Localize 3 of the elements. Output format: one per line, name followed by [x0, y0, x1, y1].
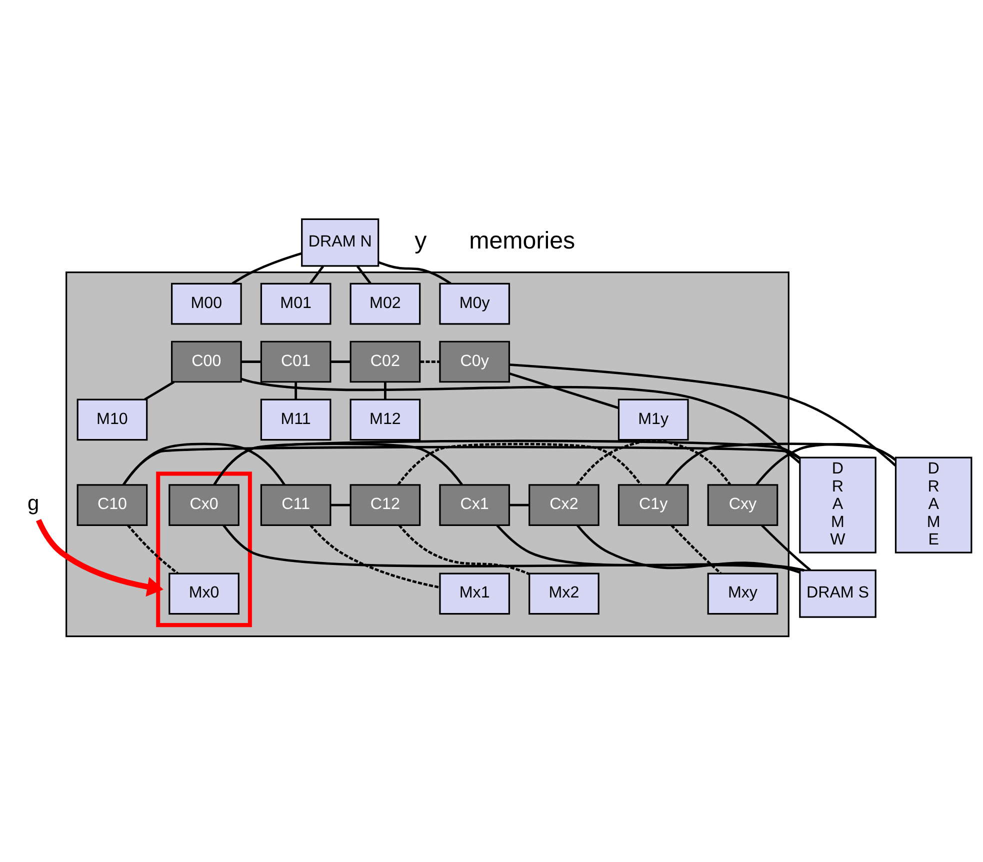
label: y [414, 228, 427, 255]
label: memories [469, 228, 576, 255]
node-text: g [27, 492, 40, 516]
